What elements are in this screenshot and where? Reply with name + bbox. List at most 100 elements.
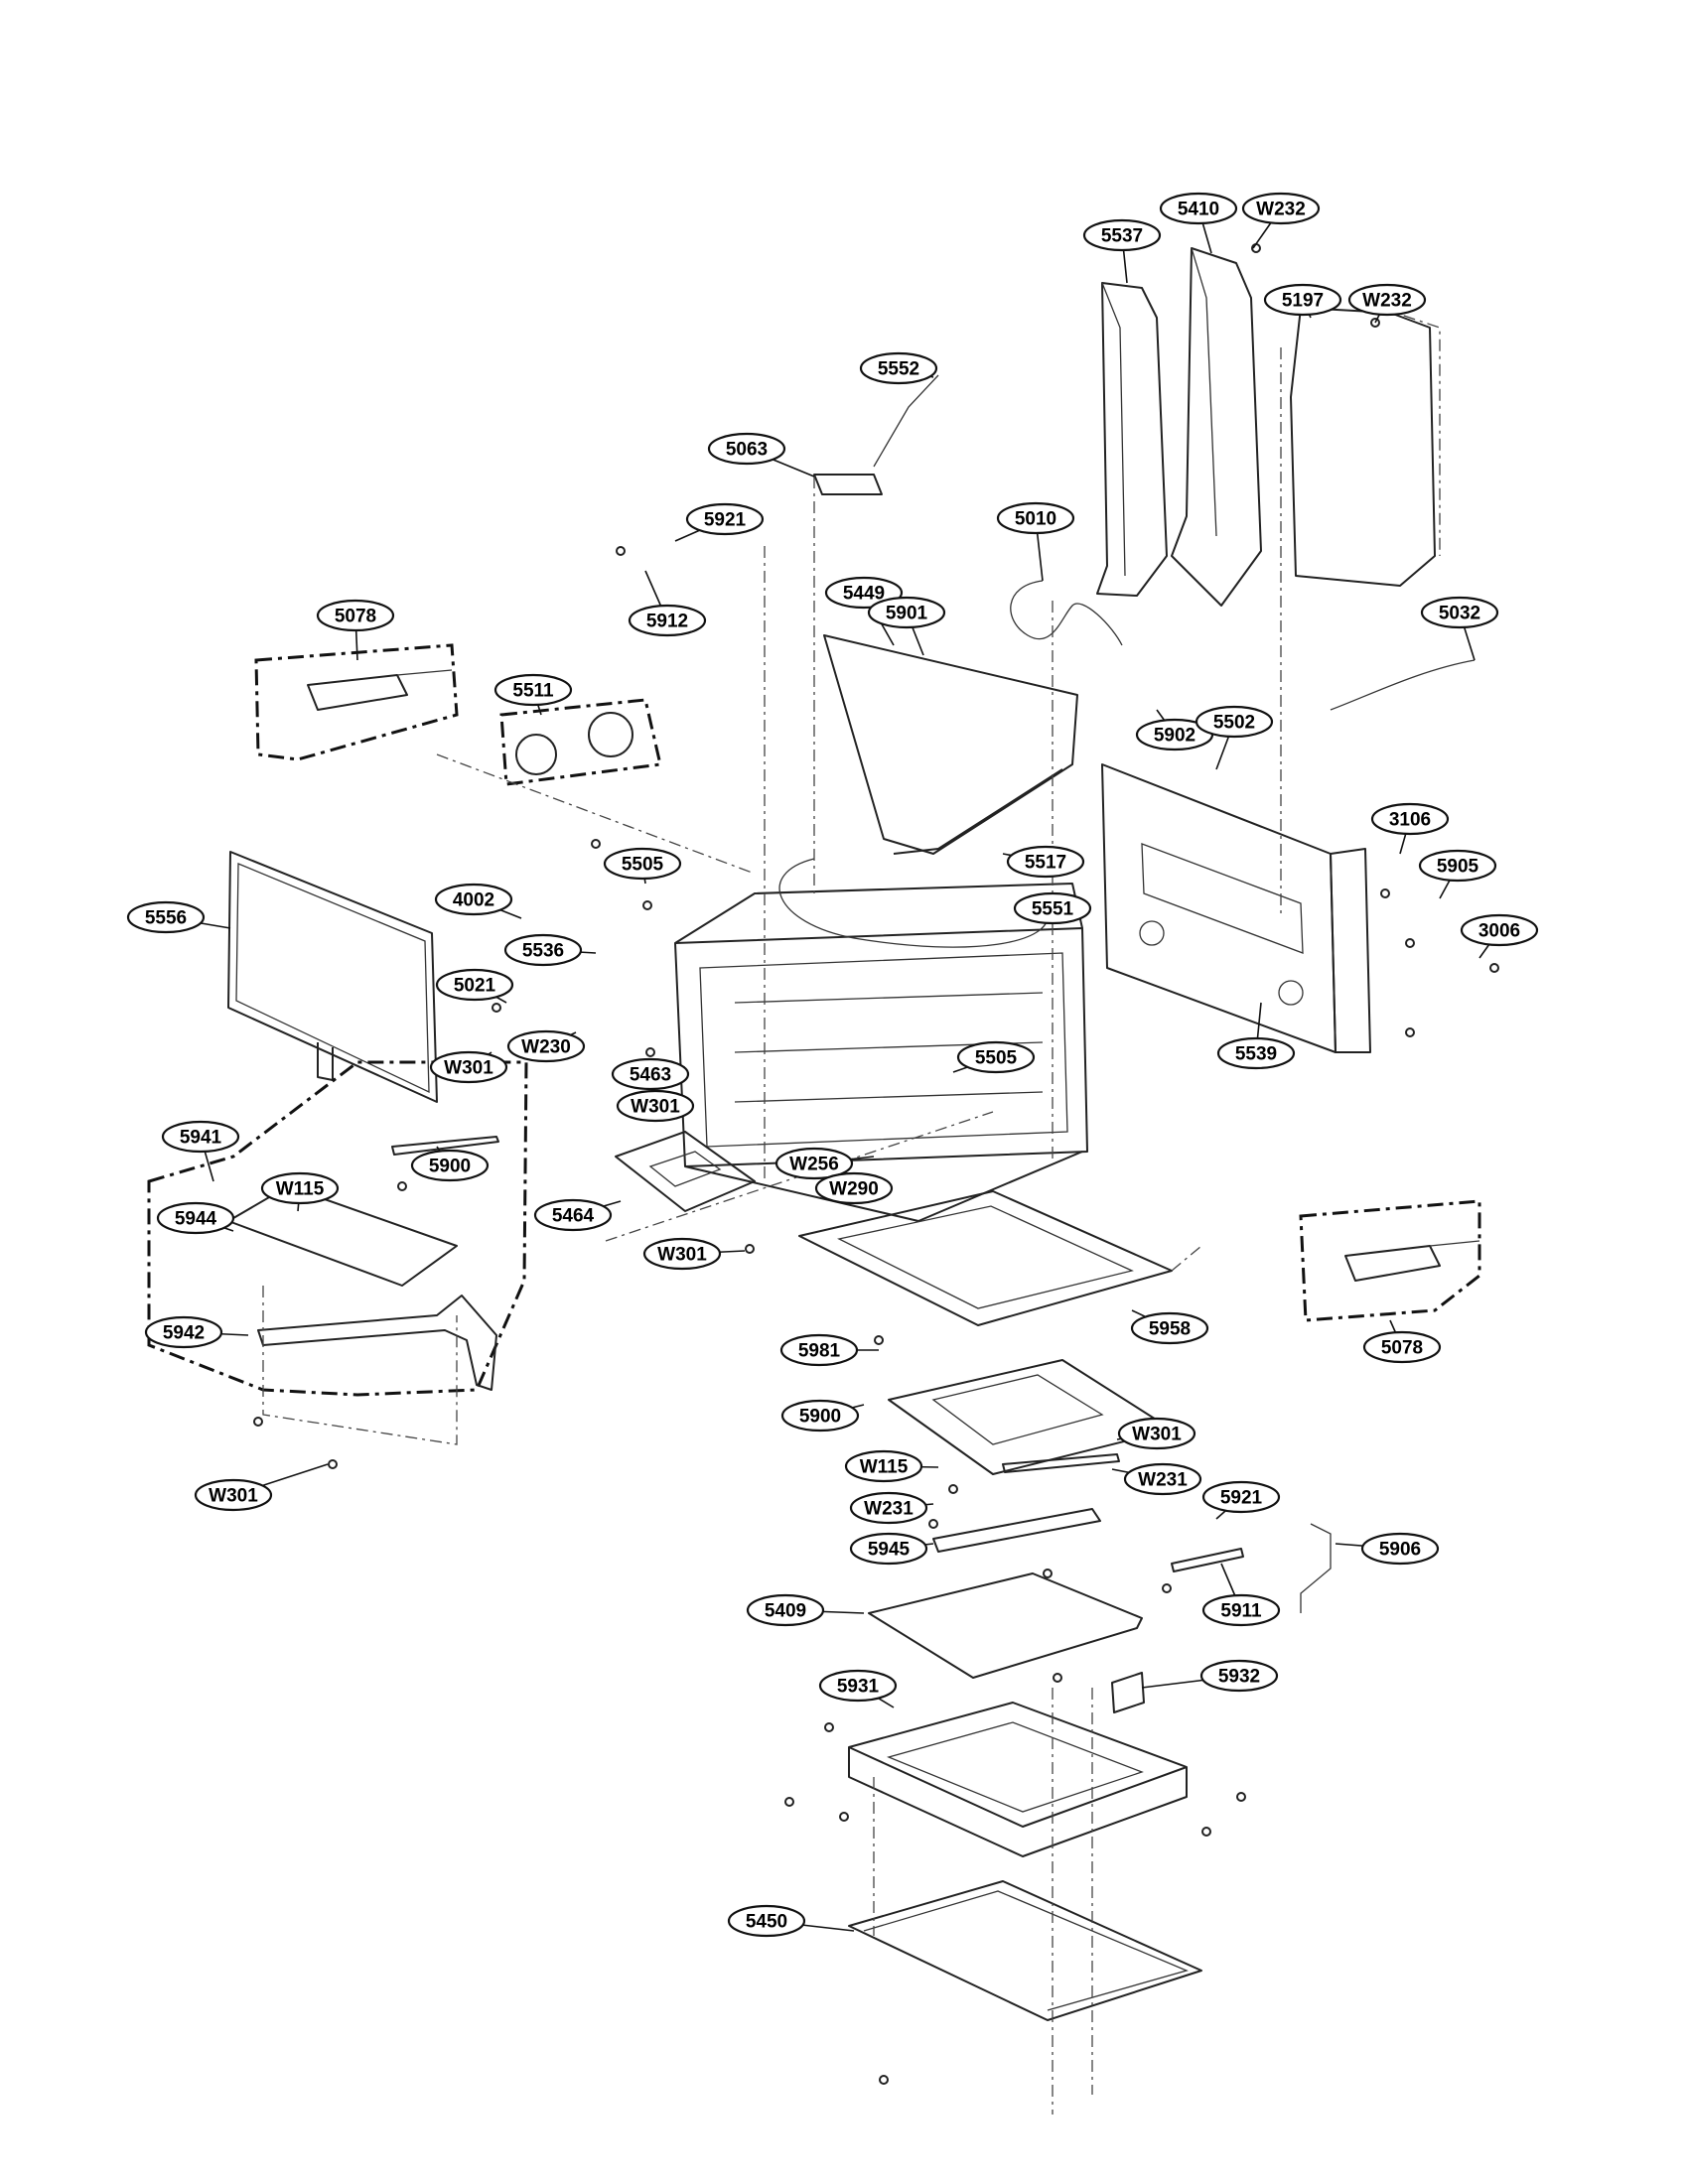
- callout-bubble: [1013, 891, 1092, 925]
- callout-bubble: [260, 1171, 340, 1205]
- cable-5032: [1330, 659, 1476, 711]
- part-number-label: 5900: [799, 1407, 841, 1428]
- part-number-label: 5502: [1213, 713, 1255, 734]
- callout-bubble: [1420, 596, 1499, 629]
- bracket-5464: [615, 1131, 756, 1212]
- callout-bubble: [1370, 802, 1450, 836]
- part-number-label: 5078: [335, 607, 376, 627]
- part-number-label: 5912: [646, 612, 688, 632]
- callout-bubble: [1241, 192, 1321, 225]
- part-number-label: 3006: [1478, 921, 1520, 942]
- callout-bubble: [996, 501, 1075, 535]
- part-number-label: W230: [521, 1037, 571, 1058]
- duct-5537: [1096, 282, 1168, 597]
- callout-bubble: [1123, 1462, 1202, 1496]
- part-number-label: 5911: [1220, 1601, 1262, 1622]
- callout-bubble: [1199, 1659, 1279, 1693]
- callout-bubble: [779, 1333, 859, 1367]
- callout-bubble: [533, 1198, 613, 1232]
- callout-bubble: [859, 351, 938, 385]
- duct-5197: [1290, 307, 1441, 587]
- callout-bubble: [611, 1057, 690, 1091]
- part-number-label: 5906: [1379, 1540, 1421, 1561]
- part-number-label: W232: [1362, 291, 1412, 312]
- part-number-label: W231: [1138, 1470, 1188, 1491]
- plate-5958: [798, 1190, 1173, 1326]
- rear-panel-5539: [1101, 763, 1336, 1053]
- valve-5078-left: [307, 669, 453, 711]
- callout-bubble: [746, 1593, 825, 1627]
- part-number-label: 5902: [1154, 726, 1196, 747]
- part-number-label: 5032: [1439, 604, 1480, 624]
- light-assembly-5511: [515, 712, 633, 775]
- part-number-label: 5197: [1282, 291, 1324, 312]
- callout-bubble: [1347, 283, 1427, 317]
- part-number-label: 5511: [512, 681, 554, 702]
- part-number-label: 5505: [975, 1048, 1018, 1069]
- callout-bubble: [506, 1029, 586, 1063]
- callout-bubble: [1159, 192, 1238, 225]
- callout-bubble: [1082, 218, 1162, 252]
- bracket-5945: [932, 1508, 1101, 1553]
- callout-bubble: [1263, 283, 1342, 317]
- part-number-label: 5921: [704, 510, 747, 531]
- part-number-label: 5942: [163, 1323, 205, 1344]
- callout-bubble: [1006, 845, 1085, 879]
- part-number-label: 5551: [1032, 899, 1074, 920]
- part-number-label: 5505: [622, 855, 664, 876]
- part-number-label: 5945: [868, 1540, 911, 1561]
- part-number-label: 5921: [1220, 1488, 1263, 1509]
- bottom-panel-5450: [848, 1880, 1202, 2021]
- group-outline-5941: [147, 1060, 528, 1397]
- callout-bubble: [1130, 1311, 1209, 1345]
- callout-bubble: [1195, 705, 1274, 739]
- part-number-label: 5552: [878, 359, 919, 380]
- gasket-5551: [778, 858, 1049, 948]
- callout-bubble: [727, 1904, 806, 1938]
- callout-bubble: [1460, 913, 1539, 947]
- part-number-label: 5539: [1235, 1044, 1277, 1065]
- callout-bubble: [144, 1315, 223, 1349]
- part-number-label: 5536: [522, 941, 564, 962]
- group-outline-5078-left: [254, 643, 459, 761]
- cable-5552: [873, 374, 939, 468]
- callout-bubble: [1360, 1532, 1440, 1566]
- callout-bubble: [316, 599, 395, 632]
- part-number-label: 5900: [429, 1157, 471, 1177]
- part-number-label: W115: [276, 1179, 325, 1200]
- callout-bubble: [603, 847, 682, 881]
- callout-bubble: [849, 1532, 928, 1566]
- burner-5942: [257, 1295, 497, 1391]
- callout-bubble: [780, 1399, 860, 1433]
- part-number-label: 5410: [1178, 200, 1219, 220]
- part-number-label: 5944: [175, 1209, 217, 1230]
- callout-bubble: [1117, 1417, 1196, 1450]
- door-frame-5556: [227, 851, 438, 1103]
- tray-5944: [227, 1185, 458, 1287]
- part-number-label: 5905: [1437, 857, 1479, 878]
- part-number-label: 5449: [843, 584, 885, 605]
- part-number-label: 5932: [1218, 1667, 1260, 1688]
- part-number-label: W232: [1256, 200, 1306, 220]
- igniter-5900-lower: [1002, 1453, 1120, 1473]
- part-number-label: 5464: [552, 1206, 595, 1227]
- part-number-label: W301: [631, 1097, 680, 1118]
- callout-bubble: [628, 604, 707, 637]
- part-number-label: 5931: [837, 1677, 880, 1698]
- part-number-label: W115: [860, 1457, 909, 1478]
- bracket-5063: [813, 474, 883, 495]
- part-number-label: W301: [657, 1245, 707, 1266]
- callout-bubble: [867, 596, 946, 629]
- group-outline-5511: [499, 698, 662, 786]
- left-lower-box: [262, 1286, 458, 1445]
- callout-bubble: [818, 1669, 898, 1703]
- part-number-label: W290: [829, 1179, 879, 1200]
- callout-bubble: [435, 968, 514, 1002]
- part-number-label: W301: [1132, 1425, 1182, 1445]
- part-number-label: 5958: [1149, 1319, 1191, 1340]
- part-number-label: 5556: [145, 908, 187, 929]
- part-number-label: 5078: [1381, 1338, 1423, 1359]
- callout-bubble: [956, 1040, 1036, 1074]
